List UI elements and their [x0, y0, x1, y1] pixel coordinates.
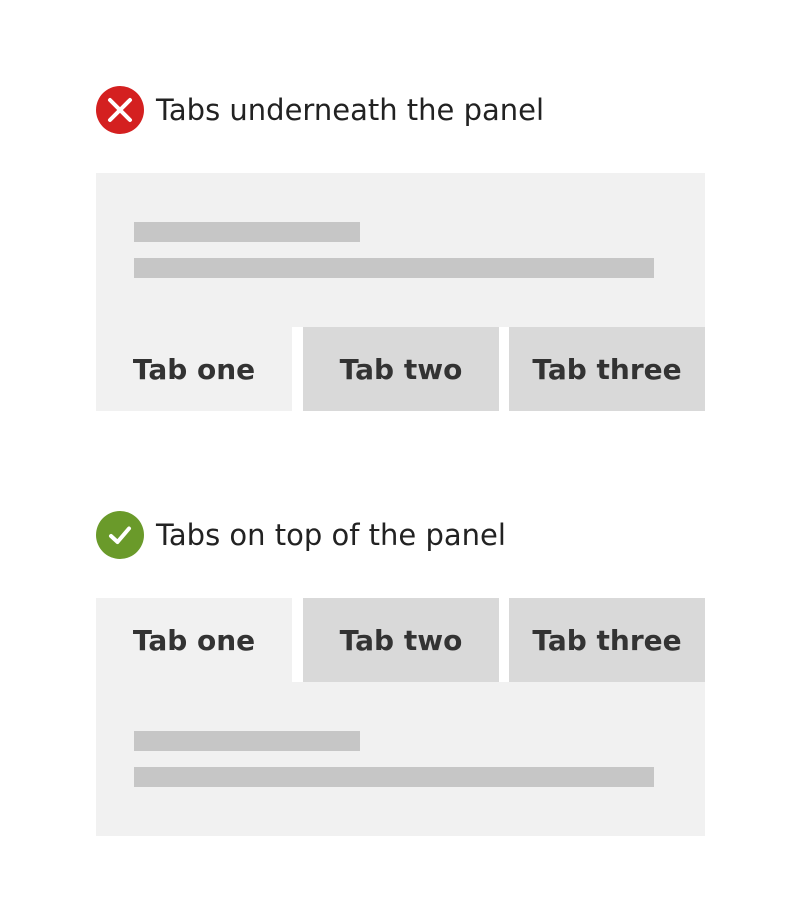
tab-panel — [96, 173, 705, 327]
tab-three[interactable]: Tab three — [509, 598, 705, 682]
tab-two[interactable]: Tab two — [303, 598, 499, 682]
cross-icon — [96, 86, 144, 134]
good-example-heading: Tabs on top of the panel — [96, 511, 506, 559]
tab-one[interactable]: Tab one — [96, 598, 292, 682]
tab-two[interactable]: Tab two — [303, 327, 499, 411]
bad-example-heading: Tabs underneath the panel — [96, 86, 544, 134]
placeholder-line-short — [134, 222, 360, 242]
bad-example-mockup: Tab one Tab two Tab three — [96, 173, 705, 411]
tab-one[interactable]: Tab one — [96, 327, 292, 411]
tab-panel — [96, 682, 705, 836]
placeholder-line-long — [134, 258, 654, 278]
good-example-title: Tabs on top of the panel — [156, 518, 506, 552]
placeholder-line-short — [134, 731, 360, 751]
placeholder-line-long — [134, 767, 654, 787]
tab-three[interactable]: Tab three — [509, 327, 705, 411]
check-icon — [96, 511, 144, 559]
bad-example-title: Tabs underneath the panel — [156, 93, 545, 127]
good-example-mockup: Tab one Tab two Tab three — [96, 598, 705, 836]
